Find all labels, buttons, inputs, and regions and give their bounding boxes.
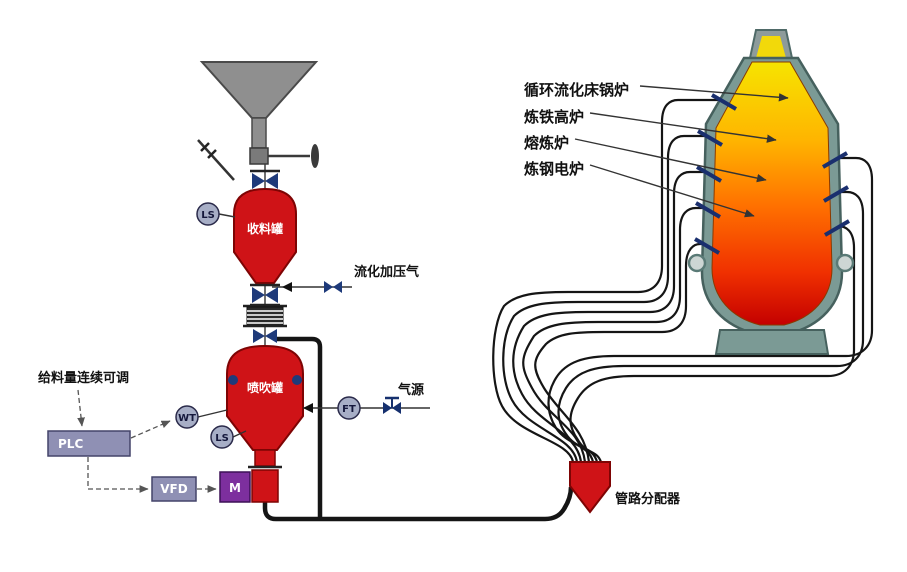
nozzle-icon [710, 93, 738, 111]
distribution-pipe-6 [547, 156, 874, 463]
fluidization-gas-label: 流化加压气 [354, 264, 419, 280]
nozzle-icon [693, 237, 721, 255]
distributor-body [569, 461, 611, 514]
gas-source-label: 气源 [398, 382, 424, 398]
furnace-application-labels: 循环流化床锅炉 炼铁高炉 熔炼炉 炼钢电炉 [524, 81, 629, 178]
injection-tank-body [226, 344, 304, 451]
injection-tank: 喷吹罐 [226, 344, 304, 469]
plc-label: PLC [58, 437, 83, 451]
plc-box [47, 430, 131, 457]
weight-transmitter: WT [175, 405, 228, 429]
distribution-pipe-2 [502, 134, 706, 463]
receiving-tank-label: 收料罐 [247, 221, 283, 236]
handwheel-icon [311, 144, 319, 168]
fluidization-gas-line: 流化加压气 [272, 264, 419, 293]
receiving-tank-body [233, 187, 297, 284]
distribution-pipe-5 [534, 242, 703, 463]
valve-icon [252, 173, 265, 189]
furnace-label-cfb-boiler: 循环流化床锅炉 [524, 81, 629, 99]
valve-icon [392, 402, 401, 414]
aeration-nozzle-icon [292, 375, 302, 385]
aeration-nozzle-icon [228, 375, 238, 385]
pointer-line-4 [589, 164, 755, 218]
trunnion-right [835, 253, 855, 273]
wt-circle [175, 405, 199, 429]
ls-upper-circle [196, 202, 220, 226]
furnace-interior-flame [711, 61, 833, 326]
level-switch-lower: LS [210, 425, 247, 449]
conveying-pipe-main [262, 486, 574, 522]
nozzle-icon [694, 201, 722, 219]
valve-icon [333, 281, 342, 293]
flow-arrow-icon [282, 282, 292, 292]
valve-icon [252, 287, 265, 303]
feed-hopper [197, 61, 319, 181]
distribution-pipe-3 [512, 170, 705, 463]
nozzle-icon [823, 219, 851, 237]
vfd-label: VFD [160, 482, 187, 496]
nozzle-icon [821, 151, 849, 169]
distribution-pipe-8 [569, 224, 856, 463]
tank-outlet-neck [254, 449, 276, 467]
control-system: 给料量连续可调 PLC VFD [38, 370, 217, 502]
hopper-cone [199, 61, 319, 119]
pipe-distributor: 管路分配器 [569, 461, 681, 514]
receiving-tank: 收料罐 [233, 187, 297, 284]
flow-arrow-icon [303, 403, 313, 413]
trunnion-left [687, 253, 707, 273]
ft-label: FT [342, 404, 356, 415]
motor-label: M [229, 481, 241, 495]
ls-lower-label: LS [215, 433, 229, 444]
distribution-pipe-4 [522, 206, 704, 463]
furnace-base [714, 329, 830, 355]
expansion-joint [243, 304, 287, 328]
distribution-pipe-7 [557, 190, 865, 463]
furnace-label-blast-furnace: 炼铁高炉 [524, 108, 584, 126]
ft-circle [337, 396, 361, 420]
ls-upper-label: LS [201, 210, 215, 221]
distributor-label: 管路分配器 [615, 491, 681, 507]
valve-icon [265, 329, 277, 343]
ls-lower-circle [210, 425, 234, 449]
gas-source-line: FT 气源 [303, 382, 430, 420]
rotary-feeder [251, 469, 279, 503]
level-switch-upper: LS [196, 202, 236, 226]
butterfly-valve-lower [253, 329, 277, 343]
valve-icon [265, 173, 278, 189]
pointer-line-1 [639, 85, 789, 102]
valve-icon [253, 329, 265, 343]
label-pointer-lines [574, 85, 789, 218]
furnace-label-smelting-furnace: 熔炼炉 [524, 134, 569, 152]
nozzle-icon [696, 129, 724, 147]
feed-note-label: 给料量连续可调 [38, 370, 129, 386]
distribution-pipe-1 [492, 98, 720, 463]
injection-tank-label: 喷吹罐 [247, 380, 283, 395]
secondary-gas-pipe [276, 336, 323, 519]
distribution-pipe-bundle [492, 98, 874, 463]
injection-nozzles [693, 93, 851, 255]
wt-label: WT [178, 413, 196, 424]
hopper-neck [251, 117, 267, 149]
nozzle-icon [695, 165, 723, 183]
inlet-branch-pipe [197, 139, 235, 181]
valve-icon [383, 402, 392, 414]
vfd-box [151, 476, 197, 502]
furnace [687, 29, 855, 355]
nozzle-icon [822, 185, 850, 203]
inlet-branch-flanges [200, 142, 217, 159]
valve-icon [324, 281, 333, 293]
furnace-label-eaf: 炼钢电炉 [524, 160, 584, 178]
motor-box [219, 471, 251, 503]
pointer-line-2 [589, 112, 777, 143]
pointer-line-3 [574, 138, 767, 183]
furnace-throat-glow [756, 36, 786, 58]
feeder-drive: M [219, 469, 279, 503]
valve-icon [265, 287, 278, 303]
gate-valve-body [249, 147, 269, 165]
